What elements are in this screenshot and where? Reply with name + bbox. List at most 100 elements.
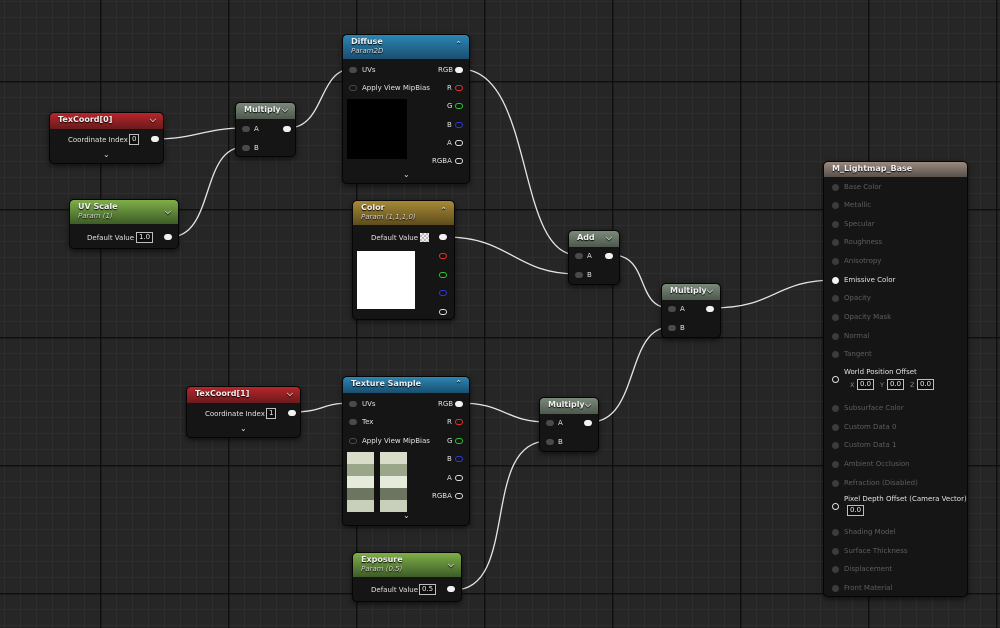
uv-scale-output-pin[interactable] — [164, 234, 172, 240]
node-uv-scale-header[interactable]: UV Scale Param (1) ⌵ — [70, 200, 178, 224]
node-color[interactable]: Color Param (1,1,1,0) ⌃ Default Value — [352, 200, 455, 320]
anisotropy-pin[interactable] — [832, 258, 839, 265]
multiply-1-input-b-pin[interactable] — [242, 145, 250, 151]
wpo-x-field[interactable]: 0.0 — [857, 379, 875, 390]
node-multiply-2-header[interactable]: Multiply ⌵ — [662, 284, 720, 300]
node-texcoord1[interactable]: TexCoord[1] ⌵ Coordinate Index 1 ⌄ — [186, 386, 301, 438]
chevron-down-icon[interactable]: ⌵ — [149, 115, 156, 124]
texture-sample-tex-pin[interactable] — [349, 419, 357, 425]
expand-icon[interactable]: ⌄ — [403, 170, 410, 179]
texture-sample-rgb-pin[interactable] — [455, 401, 463, 407]
color-r-pin[interactable] — [439, 253, 447, 259]
diffuse-r-pin[interactable] — [455, 85, 463, 91]
multiply-2-input-a-pin[interactable] — [668, 306, 676, 312]
multiply-2-input-b-pin[interactable] — [668, 325, 676, 331]
node-multiply-2[interactable]: Multiply ⌵ A B — [661, 283, 721, 338]
add-output-pin[interactable] — [605, 253, 613, 259]
expand-icon[interactable]: ⌄ — [103, 150, 110, 159]
chevron-up-icon[interactable]: ⌃ — [455, 40, 462, 49]
diffuse-rgba-pin[interactable] — [455, 158, 463, 164]
chevron-down-icon[interactable]: ⌵ — [605, 233, 612, 242]
chevron-down-icon[interactable]: ⌵ — [281, 105, 288, 114]
diffuse-uvs-pin[interactable] — [349, 67, 357, 73]
texture-sample-a-pin[interactable] — [455, 475, 463, 481]
node-uv-scale[interactable]: UV Scale Param (1) ⌵ Default Value 1.0 — [69, 199, 179, 249]
chevron-down-icon[interactable]: ⌵ — [584, 400, 591, 409]
node-texture-sample[interactable]: Texture Sample ⌃ UVs Tex Apply View MipB… — [342, 376, 470, 526]
add-input-a-pin[interactable] — [575, 253, 583, 259]
multiply-3-output-pin[interactable] — [584, 420, 592, 426]
surface-thickness-pin[interactable] — [832, 548, 839, 555]
texture-sample-r-pin[interactable] — [455, 419, 463, 425]
node-multiply-3[interactable]: Multiply ⌵ A B — [539, 397, 599, 452]
chevron-down-icon[interactable]: ⌵ — [164, 207, 171, 216]
multiply-1-output-pin[interactable] — [283, 126, 291, 132]
opacity-pin[interactable] — [832, 295, 839, 302]
node-texcoord0-header[interactable]: TexCoord[0] ⌵ — [50, 113, 163, 129]
ambient-occlusion-pin[interactable] — [832, 461, 839, 468]
node-multiply-3-header[interactable]: Multiply ⌵ — [540, 398, 598, 414]
checkerboard-swatch-icon[interactable] — [420, 233, 429, 242]
node-diffuse-header[interactable]: Diffuse Param2D ⌃ — [343, 35, 469, 59]
diffuse-g-pin[interactable] — [455, 103, 463, 109]
chevron-up-icon[interactable]: ⌃ — [440, 206, 447, 215]
shading-model-pin[interactable] — [832, 529, 839, 536]
node-multiply-1[interactable]: Multiply ⌵ A B — [235, 102, 296, 157]
texture-sample-uvs-pin[interactable] — [349, 401, 357, 407]
world-position-offset-pin[interactable] — [832, 376, 839, 383]
wpo-y-field[interactable]: 0.0 — [887, 379, 905, 390]
texture-sample-mipbias-pin[interactable] — [349, 438, 357, 444]
chevron-down-icon[interactable]: ⌵ — [447, 560, 454, 569]
texcoord0-coordinate-index-field[interactable]: 0 — [129, 134, 140, 145]
texture-sample-rgba-pin[interactable] — [455, 493, 463, 499]
chevron-down-icon[interactable]: ⌵ — [706, 286, 713, 295]
node-multiply-1-header[interactable]: Multiply ⌵ — [236, 103, 295, 119]
texcoord1-coordinate-index-field[interactable]: 1 — [266, 408, 277, 419]
multiply-3-input-a-pin[interactable] — [546, 420, 554, 426]
node-texcoord1-header[interactable]: TexCoord[1] ⌵ — [187, 387, 300, 403]
node-add-header[interactable]: Add ⌵ — [569, 231, 619, 247]
normal-pin[interactable] — [832, 333, 839, 340]
texture-sample-g-pin[interactable] — [455, 438, 463, 444]
displacement-pin[interactable] — [832, 566, 839, 573]
custom-data-0-pin[interactable] — [832, 424, 839, 431]
base-color-pin[interactable] — [832, 184, 839, 191]
specular-pin[interactable] — [832, 221, 839, 228]
roughness-pin[interactable] — [832, 239, 839, 246]
color-a-pin[interactable] — [439, 309, 447, 315]
multiply-3-input-b-pin[interactable] — [546, 439, 554, 445]
multiply-2-output-pin[interactable] — [706, 306, 714, 312]
node-color-header[interactable]: Color Param (1,1,1,0) ⌃ — [353, 201, 454, 225]
node-exposure-header[interactable]: Exposure Param (0.5) ⌵ — [353, 553, 461, 577]
pixel-depth-offset-pin[interactable] — [832, 503, 839, 510]
custom-data-1-pin[interactable] — [832, 442, 839, 449]
texcoord1-output-pin[interactable] — [288, 410, 296, 416]
exposure-output-pin[interactable] — [447, 586, 455, 592]
front-material-pin[interactable] — [832, 585, 839, 592]
color-b-pin[interactable] — [439, 290, 447, 296]
chevron-down-icon[interactable]: ⌵ — [286, 389, 293, 398]
opacity-mask-pin[interactable] — [832, 314, 839, 321]
color-g-pin[interactable] — [439, 272, 447, 278]
expand-icon[interactable]: ⌄ — [403, 511, 410, 520]
node-diffuse[interactable]: Diffuse Param2D ⌃ UVs Apply View MipBias… — [342, 34, 470, 184]
exposure-default-value-field[interactable]: 0.5 — [419, 584, 437, 595]
node-material-result[interactable]: M_Lightmap_Base Base Color Metallic Spec… — [823, 161, 968, 597]
diffuse-rgb-pin[interactable] — [455, 67, 463, 73]
node-texture-sample-header[interactable]: Texture Sample ⌃ — [343, 377, 469, 393]
wpo-z-field[interactable]: 0.0 — [917, 379, 935, 390]
chevron-up-icon[interactable]: ⌃ — [455, 379, 462, 388]
refraction-pin[interactable] — [832, 480, 839, 487]
texcoord0-output-pin[interactable] — [151, 136, 159, 142]
add-input-b-pin[interactable] — [575, 272, 583, 278]
diffuse-mipbias-pin[interactable] — [349, 85, 357, 91]
emissive-color-pin[interactable] — [832, 277, 839, 284]
tangent-pin[interactable] — [832, 351, 839, 358]
expand-icon[interactable]: ⌄ — [240, 424, 247, 433]
node-texcoord0[interactable]: TexCoord[0] ⌵ Coordinate Index 0 ⌄ — [49, 112, 164, 164]
subsurface-color-pin[interactable] — [832, 405, 839, 412]
pixel-depth-offset-field[interactable]: 0.0 — [847, 505, 865, 516]
node-add[interactable]: Add ⌵ A B — [568, 230, 620, 285]
multiply-1-input-a-pin[interactable] — [242, 126, 250, 132]
